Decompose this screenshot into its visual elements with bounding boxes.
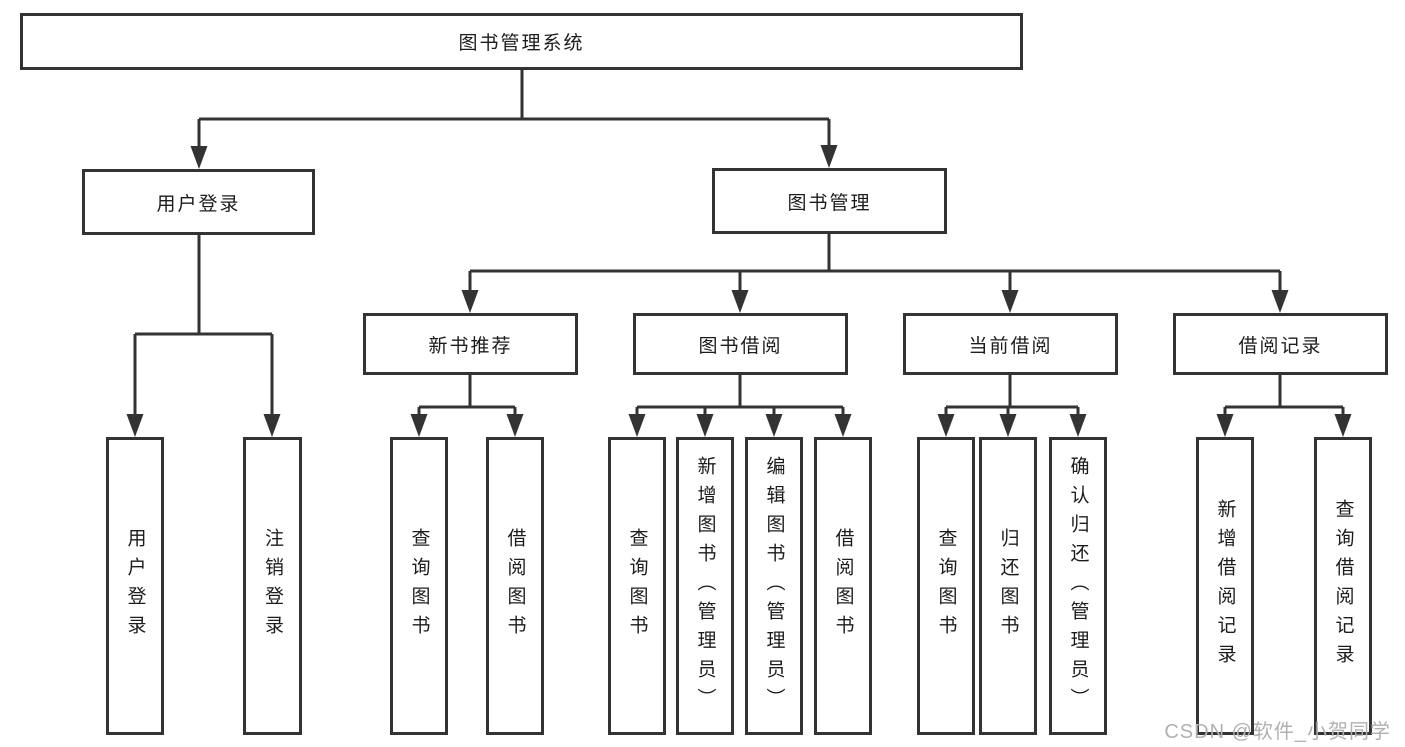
leaf-label: 新增借阅记录: [1214, 499, 1236, 673]
connector-book-borrow-split: [635, 375, 845, 418]
connector-current-borrow-split: [944, 375, 1080, 418]
leaf-label: 借阅图书: [832, 528, 854, 644]
node-label: 当前借阅: [968, 335, 1053, 357]
leaf-borrow-books: 借阅图书: [814, 437, 872, 735]
node-label: 图书管理: [787, 192, 872, 214]
connector-new-book-split: [417, 375, 517, 418]
node-root-library-system: 图书管理系统: [20, 13, 1023, 70]
node-borrow-records: 借阅记录: [1173, 313, 1388, 375]
node-book-borrow: 图书借阅: [633, 313, 848, 375]
node-user-login: 用户登录: [82, 169, 315, 235]
node-label: 用户登录: [156, 193, 241, 215]
connector-book-management-split: [468, 233, 1282, 294]
csdn-watermark: CSDN @软件_小贺同学: [1164, 721, 1391, 743]
leaf-label: 确认归还（管理员）: [1067, 455, 1089, 717]
leaf-query-books-borrow: 查询图书: [608, 437, 666, 735]
leaf-label: 新增图书（管理员）: [694, 455, 716, 717]
leaf-label: 归还图书: [997, 528, 1019, 644]
leaf-logout: 注销登录: [243, 437, 302, 735]
leaf-add-borrow-record: 新增借阅记录: [1196, 437, 1254, 735]
arrowheads: [126, 145, 1352, 437]
leaf-label: 借阅图书: [504, 528, 526, 644]
leaf-label: 查询图书: [408, 528, 430, 644]
leaf-label: 查询图书: [626, 528, 648, 644]
leaf-label: 注销登录: [262, 528, 283, 644]
leaf-query-books-recommend: 查询图书: [390, 437, 448, 735]
node-label: 新书推荐: [428, 335, 513, 357]
connector-root-split: [197, 69, 831, 150]
leaf-add-books-admin: 新增图书（管理员）: [676, 437, 734, 735]
leaf-label: 查询图书: [935, 528, 957, 644]
node-book-management: 图书管理: [712, 168, 947, 234]
node-label: 图书借阅: [698, 335, 783, 357]
leaf-label: 查询借阅记录: [1332, 499, 1354, 673]
node-label: 图书管理系统: [458, 33, 585, 54]
leaf-borrow-books-recommend: 借阅图书: [486, 437, 544, 735]
connector-borrow-records-split: [1223, 375, 1345, 418]
leaf-confirm-return-admin: 确认归还（管理员）: [1049, 437, 1107, 735]
leaf-return-books: 归还图书: [979, 437, 1037, 735]
connector-user-login-split: [133, 235, 274, 418]
leaf-user-login: 用户登录: [106, 437, 164, 735]
leaf-label: 用户登录: [124, 528, 146, 644]
leaf-query-borrow-record: 查询借阅记录: [1314, 437, 1372, 735]
node-current-borrow: 当前借阅: [903, 313, 1118, 375]
node-new-book-recommend: 新书推荐: [363, 313, 578, 375]
leaf-query-books-current: 查询图书: [917, 437, 975, 735]
leaf-label: 编辑图书（管理员）: [763, 455, 785, 717]
node-label: 借阅记录: [1238, 335, 1323, 357]
leaf-edit-books-admin: 编辑图书（管理员）: [745, 437, 803, 735]
